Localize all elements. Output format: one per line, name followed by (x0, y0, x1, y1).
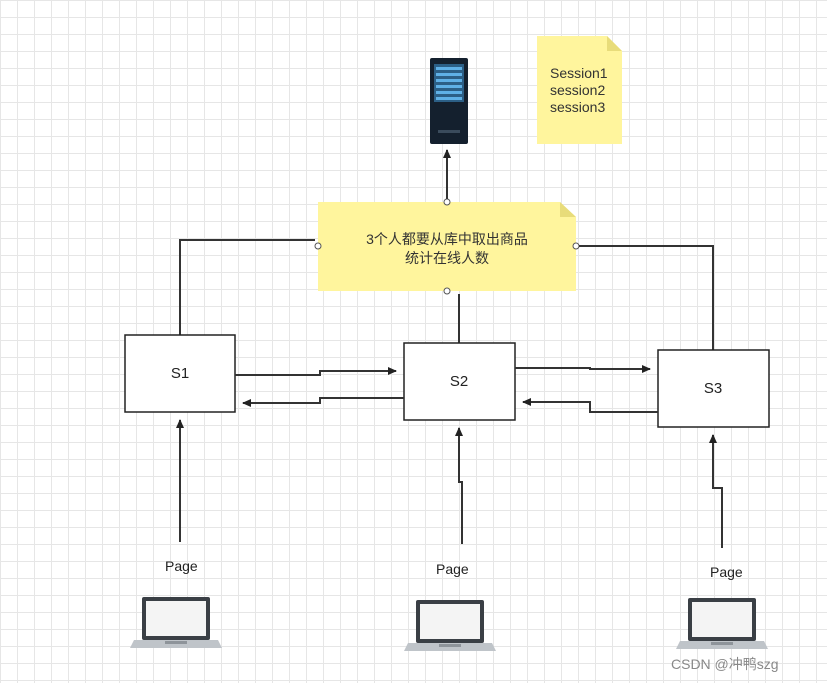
page-label-2: Page (436, 561, 469, 577)
handle-top (443, 198, 451, 206)
server-label-s3: S3 (703, 380, 723, 397)
laptop-icon (676, 598, 768, 649)
main-note-text: 3个人都要从库中取出商品 统计在线人数 (318, 230, 576, 268)
session-note (537, 36, 622, 144)
server-label-s1: S1 (170, 365, 190, 382)
handle-left (314, 242, 322, 250)
server-box-s2 (403, 342, 516, 421)
session-note-fold (607, 36, 622, 51)
edge-s1-to-note (179, 239, 315, 335)
session-item: session2 (550, 82, 606, 98)
handle-bottom (443, 287, 451, 295)
session-note-text: Session1 session2 session3 (550, 65, 608, 116)
page-label-1: Page (165, 558, 198, 574)
server-box-s1 (124, 334, 236, 413)
session-item: session3 (550, 99, 606, 115)
edge-page3-to-s3 (709, 434, 723, 548)
note-line-1: 3个人都要从库中取出商品 (366, 231, 528, 247)
edge-s2-to-s1 (242, 397, 404, 407)
edge-page2-to-s2 (455, 427, 463, 544)
main-note-fold (560, 202, 576, 217)
note-line-2: 统计在线人数 (405, 250, 489, 266)
laptop-icon (130, 597, 222, 648)
laptop-icon (404, 600, 496, 651)
edge-s2-to-s3 (515, 365, 651, 373)
server-label-s2: S2 (449, 373, 469, 390)
edge-s3-to-note (579, 245, 714, 350)
server-icon (430, 58, 468, 144)
watermark: CSDN @冲鸭szg (671, 656, 779, 672)
server-box-s3 (657, 349, 770, 428)
main-note (318, 202, 576, 291)
edge-s1-to-s2 (235, 367, 397, 376)
edge-s3-to-s2 (522, 398, 658, 413)
session-item: Session1 (550, 65, 608, 81)
page-label-3: Page (710, 564, 743, 580)
